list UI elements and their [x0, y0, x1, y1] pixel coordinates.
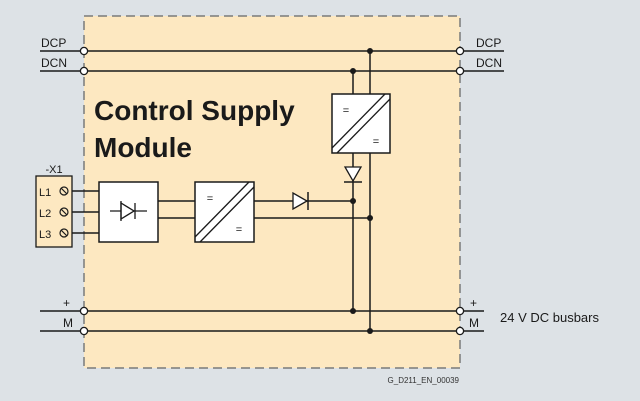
- right-plus-label: +: [470, 296, 477, 310]
- diode-right-icon: [292, 191, 309, 211]
- dcdc-out-symbol: =: [236, 224, 242, 236]
- left-dcn-label: DCN: [41, 56, 67, 70]
- left-m-label: M: [63, 316, 73, 330]
- dcdc-in-symbol: =: [207, 193, 213, 205]
- left-plus-label: +: [63, 296, 70, 310]
- figure-id: G_D211_EN_00039: [388, 376, 460, 385]
- connection-points: [79, 46, 465, 336]
- right-dcn-label: DCN: [476, 56, 502, 70]
- terminal-x1: -X1 L1 L2 L3: [35, 164, 73, 248]
- pin-l2-label: L2: [39, 208, 51, 220]
- diode-down-icon: [343, 166, 363, 183]
- converter-in-symbol: =: [343, 105, 349, 117]
- screw-icon: [59, 186, 69, 196]
- module-title-line2: Module: [94, 132, 192, 163]
- busbars-caption: 24 V DC busbars: [500, 310, 599, 325]
- rectifier: [98, 181, 159, 243]
- module-title-line1: Control Supply: [94, 95, 295, 126]
- pin-l3-label: L3: [39, 229, 51, 241]
- pin-l1-label: L1: [39, 187, 51, 199]
- screw-icon: [59, 207, 69, 217]
- junction-dots: [350, 48, 373, 334]
- right-dcp-label: DCP: [476, 36, 501, 50]
- screw-icon: [59, 228, 69, 238]
- dc-dc-converter: = =: [194, 181, 255, 243]
- terminal-name: -X1: [45, 164, 62, 176]
- dc-dc-converter-top: = =: [331, 93, 391, 154]
- left-dcp-label: DCP: [41, 36, 66, 50]
- converter-out-symbol: =: [373, 136, 379, 148]
- right-m-label: M: [469, 316, 479, 330]
